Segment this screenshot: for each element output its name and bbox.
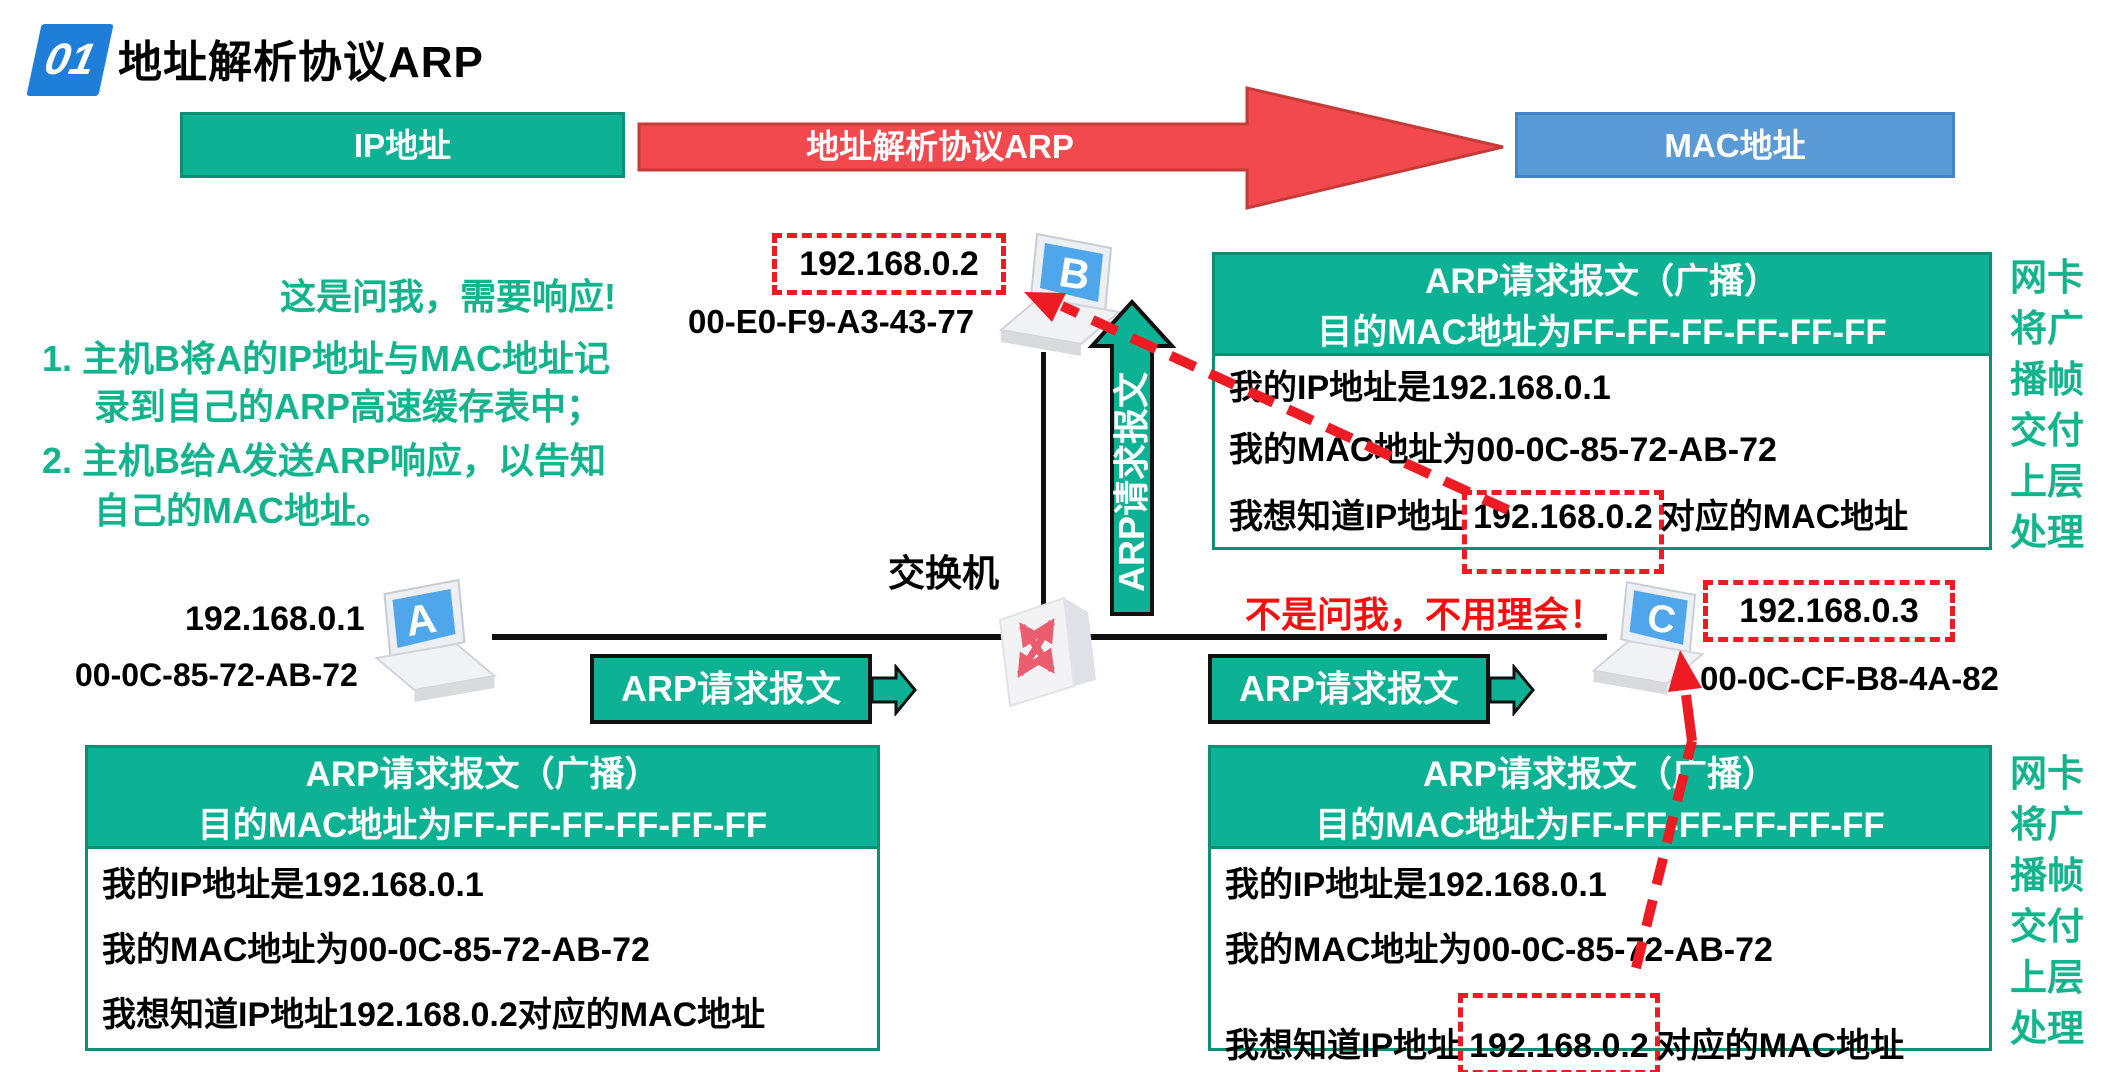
nic-note-line: 处理 (2010, 1008, 2084, 1049)
annotation-intro: 这是问我，需要响应! (280, 276, 616, 317)
arp-box-line2: 我的MAC地址为00-0C-85-72-AB-72 (1229, 431, 1777, 469)
arp-broadcast-box-top-right: ARP请求报文（广播） 目的MAC地址为FF-FF-FF-FF-FF-FF 我的… (1212, 252, 1992, 574)
host-b-mac: 00-E0-F9-A3-43-77 (688, 303, 975, 340)
arp-box-line3-post: 对应的MAC地址 (1660, 498, 1909, 536)
arp-request-up-arrow-label: ARP请求报文 (1111, 372, 1152, 593)
nic-note-line: 处理 (2010, 512, 2084, 553)
svg-text:A: A (402, 594, 439, 645)
annotation-item1b: 录到自己的ARP高速缓存表中； (94, 386, 603, 427)
arp-box-header: ARP请求报文（广播） 目的MAC地址为FF-FF-FF-FF-FF-FF (1212, 252, 1992, 356)
nic-note-line: 交付 (2010, 410, 2084, 451)
arp-box-body: 我的IP地址是192.168.0.1 我的MAC地址为00-0C-85-72-A… (1212, 356, 1992, 574)
mac-address-box: MAC地址 (1515, 112, 1955, 178)
packet-arrow-left-icon (870, 664, 917, 716)
arp-box-line1: 我的IP地址是192.168.0.1 (102, 866, 484, 904)
arp-box-line1: 我的IP地址是192.168.0.1 (1225, 866, 1607, 904)
host-a-mac: 00-0C-85-72-AB-72 (75, 657, 358, 693)
annotation-item2b: 自己的MAC地址。 (94, 490, 392, 531)
nic-note-line: 交付 (2010, 906, 2084, 947)
nic-note-line: 将广 (2010, 308, 2084, 349)
svg-text:C: C (1644, 596, 1678, 643)
nic-note-bottom: 网卡 将广 播帧 交付 上层 处理 (2002, 748, 2092, 1054)
arp-box-header-line1: ARP请求报文（广播） (1425, 262, 1779, 301)
nic-note-line: 网卡 (2010, 753, 2084, 794)
nic-note-line: 上层 (2010, 461, 2084, 502)
nic-note-line: 将广 (2010, 804, 2084, 845)
arp-box-header: ARP请求报文（广播） 目的MAC地址为FF-FF-FF-FF-FF-FF (1208, 745, 1992, 849)
target-ip-dashed-box: 192.168.0.2 (1462, 490, 1664, 574)
ip-address-box: IP地址 (180, 112, 625, 178)
arp-flow-arrow-label: 地址解析协议ARP (806, 128, 1074, 165)
arp-box-line3-pre: 我想知道IP地址 (1225, 1027, 1462, 1065)
section-badge: 01 (26, 24, 114, 96)
page-title: 地址解析协议ARP (118, 38, 484, 87)
arp-broadcast-box-bottom-left: ARP请求报文（广播） 目的MAC地址为FF-FF-FF-FF-FF-FF 我的… (85, 745, 880, 1051)
switch-label: 交换机 (888, 553, 999, 594)
arp-box-body: 我的IP地址是192.168.0.1 我的MAC地址为00-0C-85-72-A… (1208, 849, 1992, 1072)
switch-icon (998, 596, 1096, 708)
arp-box-line3-post: 对应的MAC地址 (1656, 1027, 1905, 1065)
arp-box-body: 我的IP地址是192.168.0.1 我的MAC地址为00-0C-85-72-A… (85, 849, 880, 1051)
host-b-link-line (1041, 352, 1046, 638)
arp-request-packet-left: ARP请求报文 (590, 654, 872, 724)
packet-arrow-right-icon (1488, 664, 1535, 716)
arp-box-header-line2: 目的MAC地址为FF-FF-FF-FF-FF-FF (1317, 313, 1887, 352)
nic-note-top: 网卡 将广 播帧 交付 上层 处理 (2002, 252, 2092, 558)
target-ip-dashed-box: 192.168.0.2 (1458, 993, 1660, 1072)
arp-box-header: ARP请求报文（广播） 目的MAC地址为FF-FF-FF-FF-FF-FF (85, 745, 880, 849)
host-b-ip-dashed-box: 192.168.0.2 (772, 233, 1006, 295)
nic-note-line: 播帧 (2010, 359, 2084, 400)
host-c-mac: 00-0C-CF-B8-4A-82 (1700, 660, 1999, 697)
annotation-item2a: 2. 主机B给A发送ARP响应，以告知 (42, 440, 607, 481)
arp-request-packet-right: ARP请求报文 (1208, 654, 1490, 724)
ignore-note: 不是问我，不用理会！ (1245, 594, 1606, 635)
host-c-ip-dashed-box: 192.168.0.3 (1703, 580, 1955, 642)
arp-box-header-line2: 目的MAC地址为FF-FF-FF-FF-FF-FF (1315, 806, 1885, 845)
host-a-ip: 192.168.0.1 (185, 600, 365, 638)
arp-box-line2: 我的MAC地址为00-0C-85-72-AB-72 (102, 931, 650, 969)
arp-broadcast-box-bottom-right: ARP请求报文（广播） 目的MAC地址为FF-FF-FF-FF-FF-FF 我的… (1208, 745, 1992, 1072)
arp-box-line3: 我想知道IP地址192.168.0.2对应的MAC地址 (102, 996, 766, 1034)
nic-note-line: 上层 (2010, 957, 2084, 998)
arp-box-line1: 我的IP地址是192.168.0.1 (1229, 369, 1611, 407)
annotation-item1a: 1. 主机B将A的IP地址与MAC地址记 (42, 338, 611, 379)
nic-note-line: 网卡 (2010, 257, 2084, 298)
arp-box-header-line2: 目的MAC地址为FF-FF-FF-FF-FF-FF (197, 806, 768, 845)
arp-box-line3-pre: 我想知道IP地址 (1229, 498, 1466, 536)
arp-box-line2: 我的MAC地址为00-0C-85-72-AB-72 (1225, 931, 1773, 969)
svg-text:B: B (1056, 248, 1093, 299)
arp-box-header-line1: ARP请求报文（广播） (305, 755, 660, 794)
nic-note-line: 播帧 (2010, 855, 2084, 896)
arp-box-header-line1: ARP请求报文（广播） (1423, 755, 1777, 794)
arp-flow-arrow (637, 86, 1504, 210)
laptop-a-icon: A (374, 578, 497, 702)
laptop-c-icon: C (1591, 580, 1705, 695)
